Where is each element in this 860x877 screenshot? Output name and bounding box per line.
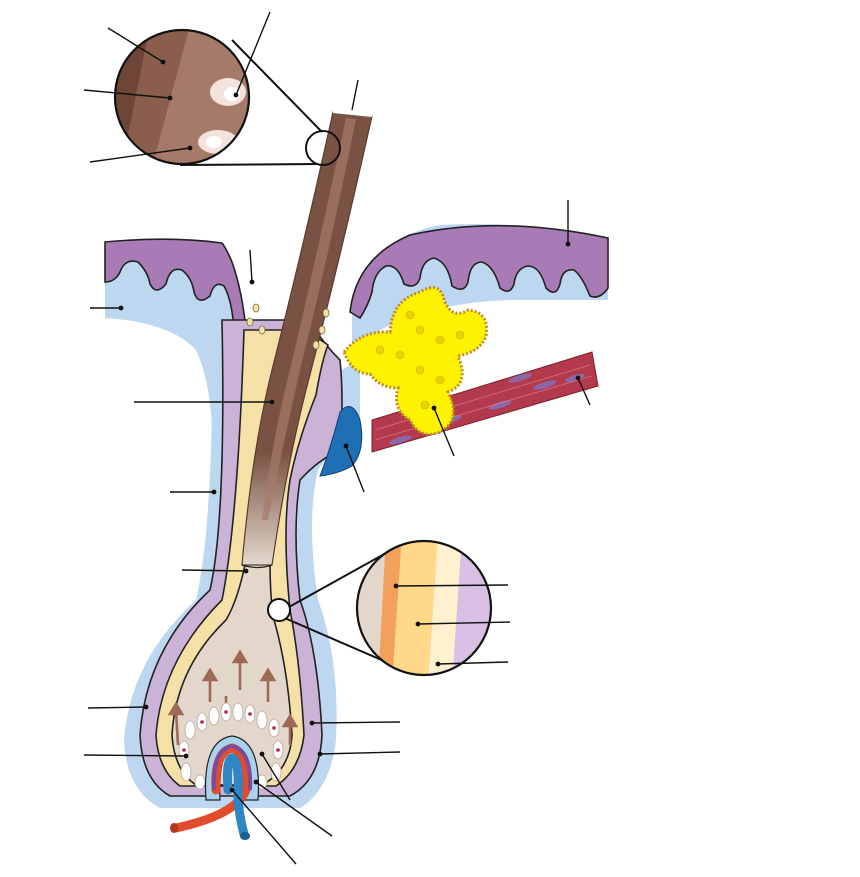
- hair-shaft-tip: [332, 111, 373, 117]
- zoom-lens-hair-shaft: [113, 28, 251, 166]
- epidermis-left: [104, 238, 247, 331]
- vein-end: [240, 832, 250, 840]
- epidermis-right: [349, 224, 609, 320]
- melanocytes: [182, 710, 280, 752]
- zoom-callout-hair-shaft: [113, 28, 341, 166]
- zoom-source-hair-shaft: [305, 130, 341, 166]
- artery-end: [170, 823, 178, 833]
- hair-shaft-highlight: [262, 118, 356, 520]
- dermis-left: [105, 245, 240, 650]
- sebaceous-gland-body: [342, 286, 489, 436]
- leader-lines: [83, 11, 591, 865]
- skin-left: [104, 238, 247, 650]
- sebum-droplets: [246, 303, 330, 350]
- skin-right: [349, 224, 609, 360]
- zoom-callout-root-sheath: [267, 539, 493, 677]
- keratinization-line: [241, 564, 273, 569]
- sebaceous-gland: [342, 286, 489, 436]
- papilla-core: [211, 743, 253, 791]
- zoom-source-root-sheath: [267, 598, 291, 622]
- hair-shaft: [241, 111, 373, 569]
- artery: [171, 743, 251, 833]
- dermal-papilla: [170, 735, 260, 840]
- vein: [223, 753, 249, 839]
- zoom-lens-root-sheath: [355, 539, 493, 677]
